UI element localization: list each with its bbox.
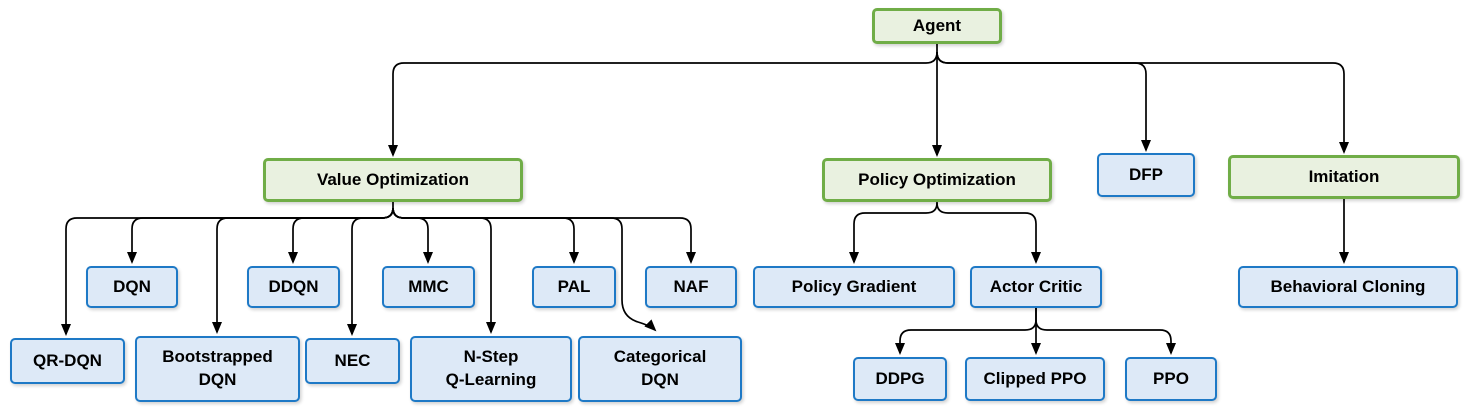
edge-actor-critic-ppo xyxy=(1035,319,1176,355)
edge-policy-optimization-actor-critic xyxy=(936,202,1041,264)
node-dqn: DQN xyxy=(86,266,178,308)
node-bootstrapped-dqn: Bootstrapped DQN xyxy=(135,336,300,402)
node-mmc: MMC xyxy=(382,266,475,308)
node-naf: NAF xyxy=(645,266,737,308)
node-policy-optimization: Policy Optimization xyxy=(822,158,1052,202)
node-n-step-q-learning: N-Step Q-Learning xyxy=(410,336,572,402)
edge-value-optimization-naf xyxy=(392,207,696,264)
node-dfp: DFP xyxy=(1097,153,1195,197)
node-imitation: Imitation xyxy=(1228,155,1460,199)
edge-value-optimization-pal xyxy=(392,207,579,264)
edge-agent-dfp xyxy=(936,51,1151,152)
node-behavioral-cloning: Behavioral Cloning xyxy=(1238,266,1458,308)
edge-agent-value-optimization xyxy=(388,51,938,157)
node-actor-critic: Actor Critic xyxy=(970,266,1102,308)
node-nec: NEC xyxy=(305,338,400,384)
node-ddpg: DDPG xyxy=(853,357,947,401)
node-ddqn: DDQN xyxy=(247,266,340,308)
node-clipped-ppo: Clipped PPO xyxy=(965,357,1105,401)
node-value-optimization: Value Optimization xyxy=(263,158,523,202)
edge-value-optimization-nec xyxy=(347,207,394,336)
node-qr-dqn: QR-DQN xyxy=(10,338,125,384)
edge-value-optimization-dqn xyxy=(127,207,394,264)
node-categorical-dqn: Categorical DQN xyxy=(578,336,742,402)
node-agent: Agent xyxy=(872,8,1002,44)
edge-policy-optimization-policy-gradient xyxy=(849,200,938,264)
edge-value-optimization-ddqn xyxy=(288,207,394,264)
node-policy-gradient: Policy Gradient xyxy=(753,266,955,308)
edge-agent-imitation xyxy=(936,51,1349,154)
node-ppo: PPO xyxy=(1125,357,1217,401)
node-pal: PAL xyxy=(532,266,616,308)
edge-actor-critic-ddpg xyxy=(895,308,1037,355)
